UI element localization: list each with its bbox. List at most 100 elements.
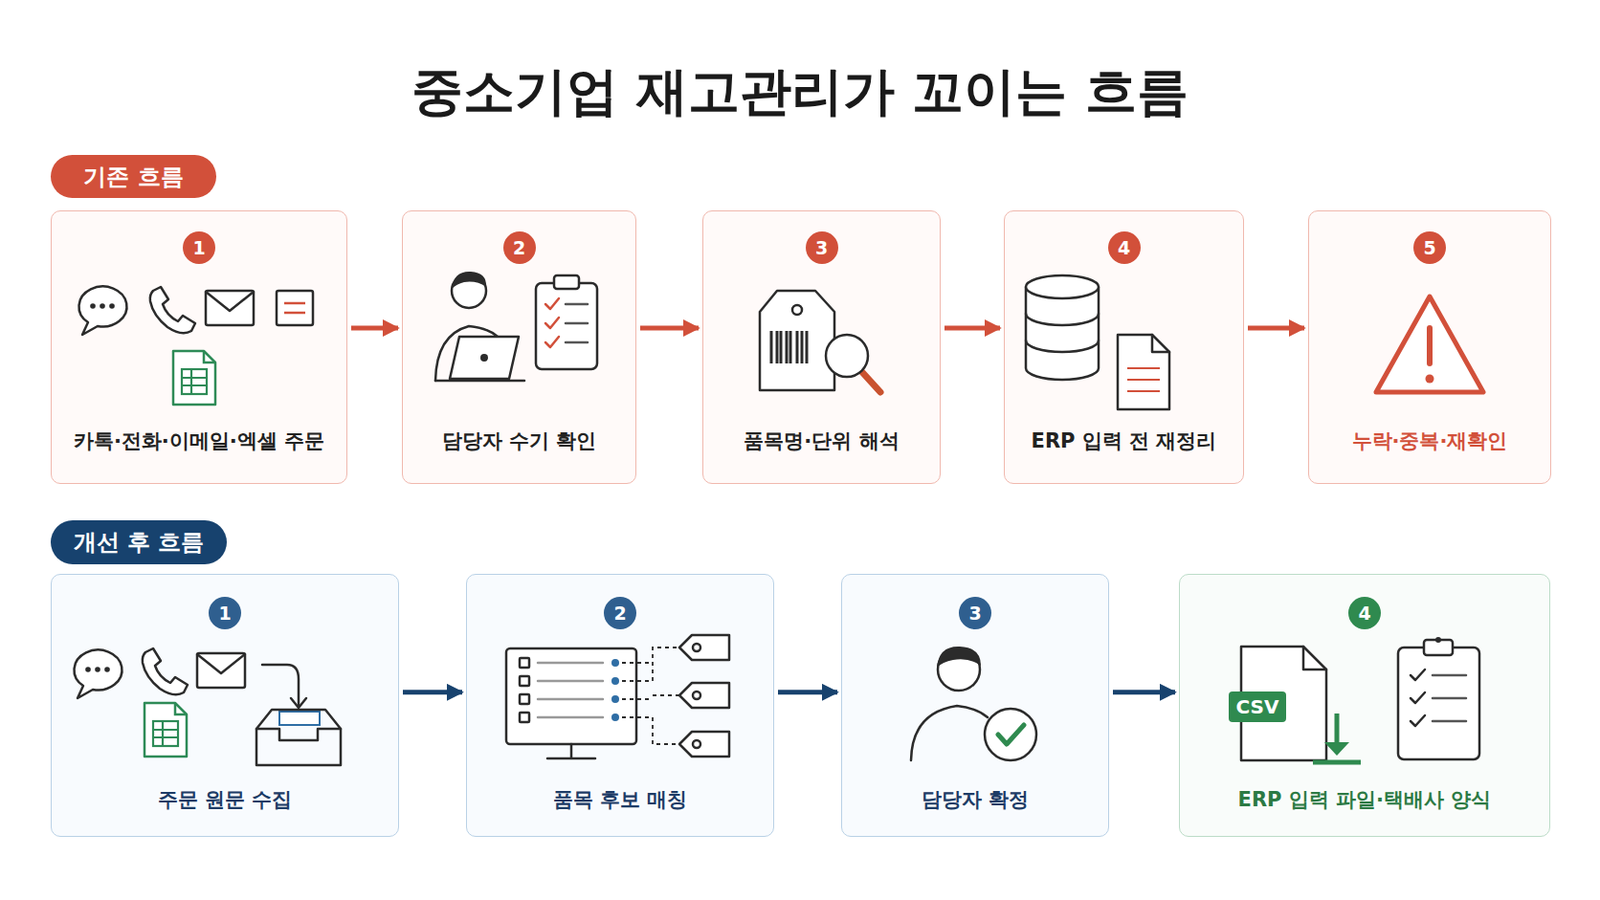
database-icon-part — [1025, 287, 1099, 380]
clipboard-icon — [1398, 637, 1480, 760]
clipboard-icon-part — [554, 275, 579, 289]
step-number: 2 — [512, 239, 526, 258]
monitor-icon-part — [570, 744, 574, 758]
person-icon-part — [911, 706, 988, 761]
check-circle-icon-part — [998, 725, 1024, 745]
inbox-tray-icon-part — [256, 710, 341, 766]
form-icon-part — [276, 290, 313, 326]
monitor-icon-part — [611, 695, 620, 704]
tag-icon-part — [679, 635, 730, 661]
person-icon-part — [936, 646, 981, 668]
process-box: 누락·중복·재확인5 — [1308, 210, 1552, 485]
flow-arrow — [1112, 689, 1176, 695]
csv-file-icon-part — [1241, 646, 1327, 761]
spreadsheet-icon-part — [153, 721, 178, 747]
clipboard-icon-part — [1423, 640, 1453, 656]
barcode-tag-icon-part — [759, 290, 835, 391]
person-icon-part — [451, 273, 487, 309]
clipboard-icon — [535, 275, 598, 370]
step-number: 1 — [192, 239, 205, 258]
spreadsheet-icon-part — [144, 703, 187, 757]
warning-icon-part — [1426, 328, 1433, 364]
form-icon-part — [284, 311, 306, 315]
email-icon-part — [197, 654, 245, 674]
spreadsheet-icon-part — [181, 369, 207, 395]
chat-icon-part — [109, 303, 115, 310]
step-number-circle: 1 — [182, 231, 216, 265]
barcode-tag-icon-part — [792, 305, 802, 315]
inbox-tray-icon-part — [256, 729, 341, 741]
clipboard-icon-part — [545, 298, 559, 310]
inbox-arrow-icon-part — [262, 665, 299, 707]
phone-icon-part — [142, 648, 188, 695]
step-number-circle: 1 — [208, 597, 242, 630]
csv-file-icon-part — [1303, 646, 1327, 670]
flow-arrow — [351, 325, 399, 331]
download-icon-part — [1312, 760, 1361, 766]
download-icon-part — [1334, 713, 1340, 751]
monitor-icon-part — [547, 757, 596, 761]
csv-file-icon — [1228, 646, 1327, 761]
clipboard-icon-part — [1410, 715, 1425, 727]
barcode-tag-icon — [759, 290, 835, 391]
step-caption: 품목명·단위 해석 — [711, 428, 933, 455]
chat-icon — [73, 650, 122, 699]
inbox-tray-icon — [256, 710, 341, 766]
section-pill: 개선 후 흐름 — [50, 520, 227, 565]
magnifier-icon-part — [861, 371, 881, 393]
chat-icon-part — [104, 666, 111, 673]
email-icon-part — [205, 291, 254, 312]
barcode-tag-icon-part — [771, 331, 807, 364]
process-box: 담당자 수기 확인2 — [401, 210, 637, 485]
chat-icon — [78, 287, 127, 335]
process-box: 카톡·전화·이메일·엑셀 주문 1 — [50, 210, 348, 485]
chat-icon-part — [78, 287, 127, 335]
section-pill: 기존 흐름 — [50, 155, 217, 199]
email-icon — [205, 290, 254, 326]
process-box: ERP 입력 전 재정리4 — [1003, 210, 1245, 485]
inbox-arrow-icon-part — [290, 698, 307, 709]
step-number: 4 — [1117, 239, 1131, 258]
step-number-circle: 4 — [1348, 597, 1381, 630]
clipboard-icon-part — [1435, 637, 1442, 644]
step-number: 1 — [218, 604, 231, 623]
step-number: 5 — [1422, 239, 1436, 258]
check-circle-icon — [984, 709, 1037, 761]
step-caption: ERP 입력 파일·택배사 양식 — [1187, 787, 1542, 814]
download-icon-part — [1324, 742, 1350, 756]
step-number-circle: 5 — [1413, 231, 1446, 265]
phone-icon — [142, 648, 188, 695]
database-icon-part — [1025, 275, 1099, 299]
diagram-title: 중소기업 재고관리가 꼬이는 흐름 — [0, 55, 1600, 129]
step-number: 4 — [1357, 604, 1371, 623]
spreadsheet-icon-part — [153, 721, 178, 747]
clipboard-icon-part — [1410, 692, 1425, 704]
document-icon-part — [1127, 368, 1160, 392]
flow-arrow — [777, 689, 838, 695]
clipboard-icon-part — [1432, 675, 1467, 722]
step-caption: 카톡·전화·이메일·엑셀 주문 — [59, 428, 339, 455]
section-label: 개선 후 흐름 — [73, 527, 205, 558]
chat-icon-part — [85, 666, 91, 673]
person-icon-part — [435, 326, 498, 381]
laptop-icon-part — [435, 379, 525, 383]
section-label: 기존 흐름 — [83, 161, 183, 193]
database-icon-part — [1025, 313, 1099, 326]
monitor-icon — [506, 648, 637, 759]
spreadsheet-icon-part — [181, 369, 207, 395]
tag-icon-part — [692, 691, 701, 700]
process-box: 품목 후보 매칭2 — [466, 574, 775, 838]
flow-arrow — [1247, 325, 1305, 331]
laptop-icon-part — [480, 354, 489, 362]
flow-arrow — [944, 325, 1000, 331]
clipboard-icon-part — [545, 317, 559, 329]
process-box: 품목명·단위 해석3 — [702, 210, 941, 485]
warning-icon — [1376, 296, 1484, 393]
tag-icon-part — [679, 683, 730, 709]
clipboard-icon-part — [545, 336, 559, 348]
spreadsheet-icon-part — [173, 351, 216, 405]
document-icon — [1117, 334, 1170, 410]
tag-icon-part — [692, 644, 701, 652]
